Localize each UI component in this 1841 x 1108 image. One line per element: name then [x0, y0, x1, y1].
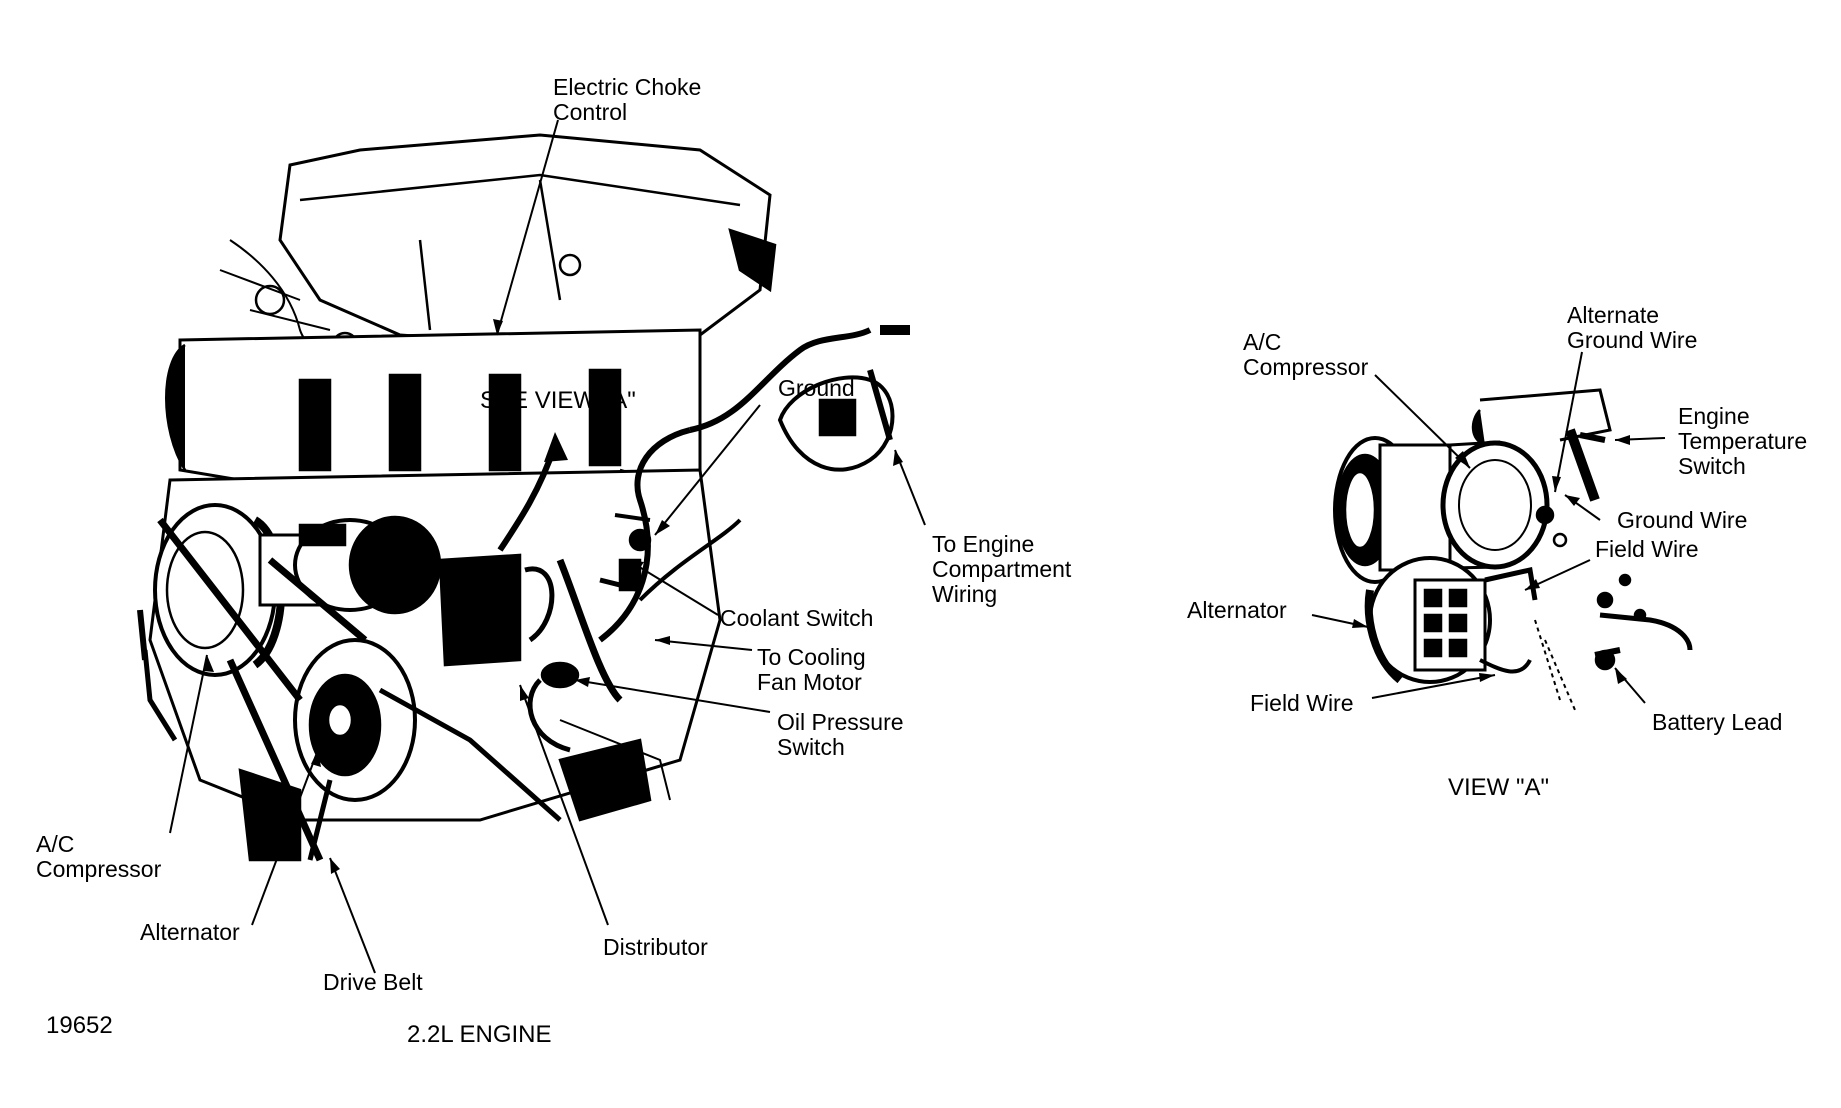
- label-engine-temperature-switch: Engine Temperature Switch: [1678, 403, 1808, 479]
- label-oil-pressure-switch: Oil Pressure Switch: [777, 709, 904, 760]
- engine-illustration: [137, 133, 910, 862]
- label-alternator-main: Alternator: [140, 919, 240, 945]
- main-leader-lines: [169, 119, 926, 974]
- caption-2-2l-engine: 2.2L ENGINE: [407, 1021, 552, 1048]
- view-a-arrowheads: [1352, 435, 1630, 684]
- main-arrowheads: [204, 319, 903, 874]
- label-field-wire-bottom: Field Wire: [1250, 690, 1354, 716]
- see-view-a-arrow: [497, 432, 568, 552]
- label-ground-wire: Ground Wire: [1617, 507, 1748, 533]
- label-drive-belt: Drive Belt: [323, 969, 423, 995]
- label-electric-choke-control: Electric Choke Control: [553, 74, 702, 125]
- figure-number: 19652: [46, 1012, 113, 1039]
- label-field-wire-top: Field Wire: [1595, 536, 1699, 562]
- label-ground: Ground: [778, 375, 855, 401]
- caption-view-a: VIEW "A": [1448, 774, 1550, 801]
- view-a-illustration: [1333, 388, 1693, 711]
- label-coolant-switch: Coolant Switch: [720, 605, 874, 631]
- label-battery-lead: Battery Lead: [1652, 709, 1783, 735]
- label-alternator-view-a: Alternator: [1187, 597, 1287, 623]
- label-to-engine-compartment-wiring: To Engine Compartment Wiring: [932, 531, 1072, 607]
- label-alternate-ground-wire: Alternate Ground Wire: [1567, 302, 1698, 353]
- label-distributor: Distributor: [603, 934, 708, 960]
- label-ac-compressor-view-a: A/C Compressor: [1243, 329, 1369, 380]
- label-to-cooling-fan-motor: To Cooling Fan Motor: [757, 644, 866, 695]
- label-ac-compressor-main: A/C Compressor: [36, 831, 162, 882]
- see-view-a-callout: SEE VIEW "A": [480, 387, 636, 414]
